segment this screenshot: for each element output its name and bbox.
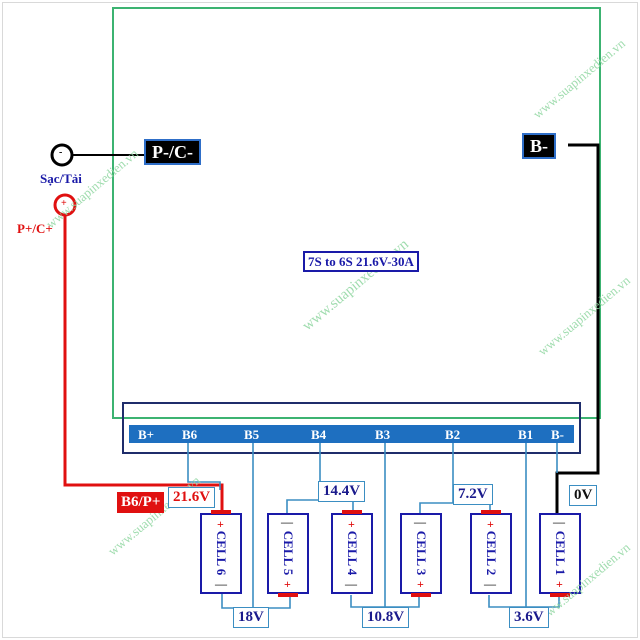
cell-4-cap (342, 510, 362, 514)
cell-2-cap (481, 510, 501, 514)
cell-5-label: CELL 5 (281, 530, 296, 576)
cell-6-plus: + (217, 517, 224, 531)
cell-4-label: CELL 4 (345, 530, 360, 576)
cell-3 (400, 513, 442, 597)
cell-2-plus: + (487, 517, 494, 531)
balance-bus-strip (129, 425, 574, 443)
pin-b4: B4 (311, 427, 327, 442)
cell-1-label: CELL 1 (553, 530, 568, 576)
pin-b6: B6 (182, 427, 198, 442)
pin-b5: B5 (244, 427, 260, 442)
pin-b3: B3 (375, 427, 391, 442)
voltage-0: 0V (569, 485, 598, 506)
cell-1-cap (550, 593, 570, 597)
plus-icon: + (61, 198, 67, 209)
cell-1-minus: — (553, 515, 565, 529)
bms-model-label: 7S to 6S 21.6V-30A (303, 251, 419, 272)
cell-3-cap (411, 593, 431, 597)
p-plus-wire (63, 215, 224, 512)
voltage-3-6: 3.6V (509, 607, 549, 628)
cell-1-plus: + (556, 577, 563, 591)
cell-3-minus: — (414, 515, 426, 529)
cell-6 (200, 510, 242, 594)
cell-5-minus: — (281, 515, 293, 529)
balance-header-outline (122, 402, 581, 454)
cell-2-label: CELL 2 (484, 530, 499, 576)
charge-load-label: Sạc/Tải (40, 171, 82, 186)
cell-3-label: CELL 3 (414, 530, 429, 576)
b6-wire (187, 443, 221, 490)
cell-5-plus: + (284, 577, 291, 591)
cell-6-label: CELL 6 (214, 530, 229, 576)
p-plus-terminal[interactable] (53, 193, 77, 217)
pin-b-plus: B+ (138, 427, 155, 442)
cell-4-minus: — (345, 577, 357, 591)
pin-b2: B2 (445, 427, 461, 442)
bms-board-outline (112, 7, 601, 419)
cell-4-plus: + (348, 517, 355, 531)
cell-4 (331, 510, 373, 594)
voltage-21-6: 21.6V (168, 487, 216, 508)
voltage-14-4: 14.4V (318, 481, 366, 502)
cell-5-cap (278, 593, 298, 597)
cell-5 (267, 513, 309, 597)
p-minus-label: P-/C- (144, 139, 201, 165)
p-minus-terminal[interactable] (50, 143, 74, 167)
cell-6-minus: — (215, 577, 227, 591)
pin-b-minus: B- (551, 427, 564, 442)
cell-6-cap (211, 510, 231, 514)
voltage-7-2: 7.2V (453, 484, 493, 505)
b6-p-plus-label: B6/P+ (117, 492, 165, 513)
minus-icon: - (59, 147, 63, 158)
b-minus-label: B- (522, 133, 556, 159)
b-minus-wire (555, 143, 600, 515)
cell-3-plus: + (417, 577, 424, 591)
p-plus-label: P+/C+ (17, 221, 53, 236)
cell-2-minus: — (484, 577, 496, 591)
voltage-18: 18V (233, 607, 269, 628)
cell-2 (470, 510, 512, 594)
pin-b1: B1 (518, 427, 534, 442)
cell-1 (539, 513, 581, 597)
voltage-10-8: 10.8V (362, 607, 410, 628)
